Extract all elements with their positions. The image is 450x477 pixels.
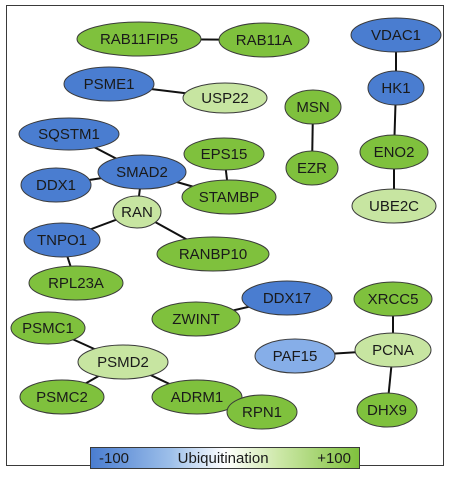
node-label: PAF15 <box>273 348 318 365</box>
node-smad2: SMAD2 <box>97 154 187 190</box>
node-ellipse <box>285 150 339 186</box>
node-ddx17: DDX17 <box>241 280 333 316</box>
legend-title: Ubiquitination <box>177 449 269 467</box>
node-zwint: ZWINT <box>151 301 241 337</box>
node-ellipse <box>182 82 268 114</box>
node-ellipse <box>226 394 298 430</box>
node-pcna: PCNA <box>354 332 432 368</box>
node-label: DDX17 <box>263 290 311 307</box>
node-xrcc5: XRCC5 <box>353 281 433 317</box>
node-label: SQSTM1 <box>38 126 100 143</box>
node-ran: RAN <box>112 195 162 229</box>
node-sqstm1: SQSTM1 <box>18 117 120 151</box>
node-label: RAB11A <box>236 32 292 49</box>
node-ellipse <box>156 236 270 272</box>
node-ellipse <box>77 344 169 380</box>
node-psme1: PSME1 <box>63 66 155 102</box>
node-label: DDX1 <box>36 177 76 194</box>
node-label: RPL23A <box>48 275 104 292</box>
color-legend: -100 Ubiquitination +100 <box>90 447 360 469</box>
node-rab11a: RAB11A <box>218 22 310 58</box>
node-psmc2: PSMC2 <box>19 379 105 415</box>
node-label: RAB11FIP5 <box>100 31 178 48</box>
node-usp22: USP22 <box>182 82 268 114</box>
node-hk1: HK1 <box>367 70 425 106</box>
node-ellipse <box>241 280 333 316</box>
node-ellipse <box>19 379 105 415</box>
node-ellipse <box>351 188 437 224</box>
node-ellipse <box>181 179 277 215</box>
node-ellipse <box>97 154 187 190</box>
node-ezr: EZR <box>285 150 339 186</box>
node-msn: MSN <box>284 89 342 125</box>
node-ddx1: DDX1 <box>20 167 92 203</box>
node-label: PSMC2 <box>36 389 88 406</box>
node-ellipse <box>63 66 155 102</box>
node-label: UBE2C <box>369 198 419 215</box>
node-label: ZWINT <box>172 311 219 328</box>
node-ellipse <box>112 195 162 229</box>
node-ellipse <box>76 21 202 57</box>
node-paf15: PAF15 <box>254 338 336 374</box>
node-ellipse <box>151 301 241 337</box>
node-ellipse <box>28 265 124 301</box>
node-label: STAMBP <box>199 189 260 206</box>
node-ellipse <box>18 117 120 151</box>
node-ranbp10: RANBP10 <box>156 236 270 272</box>
node-ellipse <box>254 338 336 374</box>
node-ellipse <box>20 167 92 203</box>
node-rpl23a: RPL23A <box>28 265 124 301</box>
node-ellipse <box>350 17 442 53</box>
node-label: XRCC5 <box>368 291 419 308</box>
node-psmd2: PSMD2 <box>77 344 169 380</box>
node-label: EZR <box>297 160 327 177</box>
node-ellipse <box>367 70 425 106</box>
node-stambp: STAMBP <box>181 179 277 215</box>
node-ellipse <box>353 281 433 317</box>
node-ellipse <box>284 89 342 125</box>
node-ellipse <box>359 134 429 170</box>
node-ellipse <box>151 379 243 415</box>
node-label: RAN <box>121 204 153 221</box>
node-rpn1: RPN1 <box>226 394 298 430</box>
node-ellipse <box>10 311 86 345</box>
node-eps15: EPS15 <box>183 137 265 171</box>
node-psmc1: PSMC1 <box>10 311 86 345</box>
node-label: USP22 <box>201 90 249 107</box>
node-ellipse <box>183 137 265 171</box>
node-label: ENO2 <box>374 144 415 161</box>
legend-max-label: +100 <box>317 449 351 467</box>
node-ellipse <box>218 22 310 58</box>
node-label: ADRM1 <box>171 389 224 406</box>
node-tnpo1: TNPO1 <box>23 222 101 258</box>
node-label: MSN <box>296 99 329 116</box>
node-label: PSME1 <box>84 76 135 93</box>
node-vdac1: VDAC1 <box>350 17 442 53</box>
node-label: EPS15 <box>201 146 248 163</box>
node-rab11fip5: RAB11FIP5 <box>76 21 202 57</box>
node-ellipse <box>356 392 418 428</box>
node-label: PSMC1 <box>22 320 74 337</box>
node-ube2c: UBE2C <box>351 188 437 224</box>
node-label: HK1 <box>381 80 410 97</box>
node-ellipse <box>354 332 432 368</box>
legend-min-label: -100 <box>99 449 130 467</box>
node-label: DHX9 <box>367 402 407 419</box>
node-label: RPN1 <box>242 404 282 421</box>
node-ellipse <box>23 222 101 258</box>
node-dhx9: DHX9 <box>356 392 418 428</box>
node-eno2: ENO2 <box>359 134 429 170</box>
node-label: PSMD2 <box>97 354 149 371</box>
node-label: SMAD2 <box>116 164 168 181</box>
node-label: TNPO1 <box>37 232 87 249</box>
node-label: VDAC1 <box>371 27 421 44</box>
node-adrm1: ADRM1 <box>151 379 243 415</box>
node-label: PCNA <box>372 342 414 359</box>
node-label: RANBP10 <box>179 246 247 263</box>
